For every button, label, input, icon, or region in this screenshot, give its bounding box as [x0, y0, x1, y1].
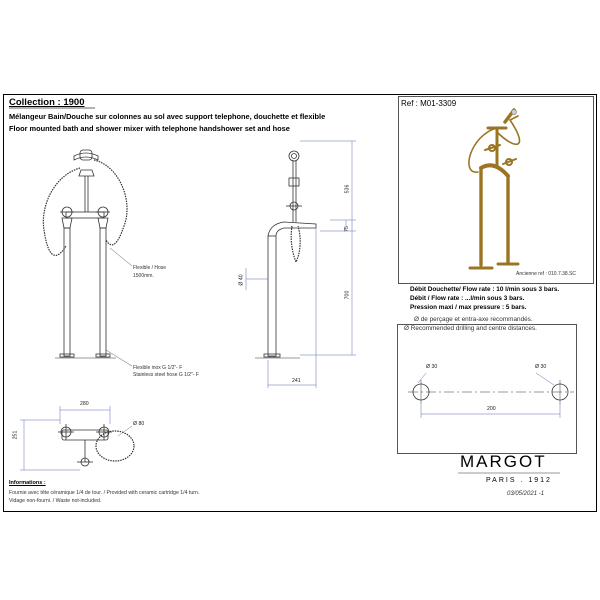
hose-label-2: 1500mm. — [133, 273, 154, 279]
hose-left — [42, 167, 81, 256]
spec-pressure: Pression maxi / max pressure : 5 bars. — [410, 304, 527, 311]
dim-280: 280 — [80, 401, 89, 407]
drill-distance-label: 200 — [487, 406, 496, 412]
title-fr: Mélangeur Bain/Douche sur colonnes au so… — [9, 112, 326, 121]
drilling-box — [397, 324, 577, 454]
drilling-label-en: Ø Recommended drilling and centre distan… — [404, 325, 537, 332]
dim-d80: Ø 80 — [133, 421, 145, 427]
drill-hole-left-label: Ø 30 — [426, 364, 438, 370]
right-column — [99, 227, 107, 357]
hose-right — [93, 159, 128, 246]
info-line1: Fournie avec tête céramique 1/4 de tour.… — [9, 490, 200, 496]
spec-flow-shower: Débit Douchette/ Flow rate : 10 l/min so… — [410, 286, 560, 293]
drill-hole-right-label: Ø 30 — [535, 364, 547, 370]
brand-tagline: PARIS . 1912 — [486, 477, 552, 484]
handshower-head-icon — [511, 109, 517, 115]
product-illustration — [468, 108, 521, 270]
side-column — [267, 235, 277, 357]
dim-241: 241 — [292, 378, 301, 384]
product-photo-box — [398, 96, 594, 284]
info-heading: Informations : — [9, 480, 46, 486]
top-view — [20, 406, 135, 471]
drilling-diagram — [408, 372, 574, 418]
front-view — [42, 149, 133, 367]
info-line2: Vidage non-fourni. / Waste not-included. — [9, 498, 102, 504]
side-view — [245, 140, 356, 388]
brand-name: MARGOT — [460, 452, 547, 471]
inox-label-1: Flexible inox G 1/2"- F — [133, 365, 183, 371]
drawing-sheet — [3, 94, 597, 512]
reference-label: Ref : M01-3309 — [401, 99, 457, 108]
spec-flow-rate: Débit / Flow rate : ...l/min sous 3 bars… — [410, 295, 525, 302]
drawing-date: 03/05/2021 -1 — [507, 491, 545, 497]
hose-label-1: Flexible / Hose — [133, 265, 167, 271]
former-reference: Ancienne ref : 010.7.38.SC — [516, 271, 577, 277]
collection-title: Collection : 1900 — [9, 97, 85, 108]
inox-label-2: Stainless steel hose G 1/2"- F — [133, 372, 199, 378]
drilling-label-fr: Ø de perçage et entra-axe recommandés. — [414, 316, 533, 323]
title-en: Floor mounted bath and shower mixer with… — [9, 124, 290, 133]
